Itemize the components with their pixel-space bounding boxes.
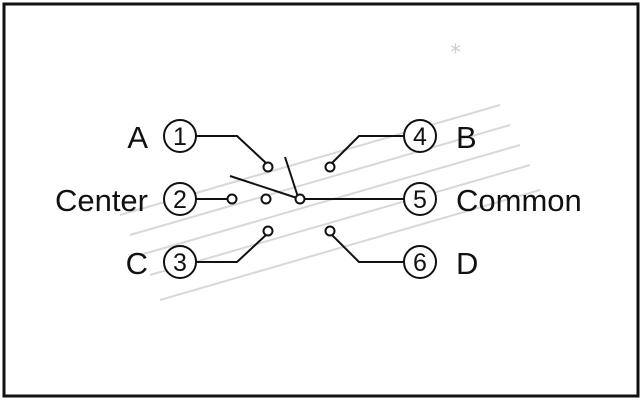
label-b: B	[456, 120, 477, 155]
contact-c	[262, 225, 274, 237]
pin-4-number: 4	[413, 123, 427, 151]
pin-2-circle	[163, 182, 197, 216]
svg-text:*: *	[450, 41, 461, 66]
pin-5-circle	[403, 182, 437, 216]
pin-circles	[163, 119, 437, 279]
contact-center	[226, 193, 238, 205]
wires	[196, 135, 404, 263]
pin-5-number: 5	[413, 186, 427, 214]
contacts	[226, 161, 336, 237]
contact-common	[294, 193, 306, 205]
pin-4-circle	[403, 119, 437, 153]
pin-1-number: 1	[173, 123, 187, 151]
contact-a	[262, 161, 274, 173]
label-d: D	[456, 246, 478, 281]
pin-6-number: 6	[413, 249, 427, 277]
label-center: Center	[55, 183, 148, 218]
contact-b	[324, 161, 336, 173]
pin-2-number: 2	[173, 186, 187, 214]
label-common: Common	[456, 183, 582, 218]
contact-d	[324, 225, 336, 237]
label-c: C	[126, 246, 148, 281]
diagram-border	[2, 2, 640, 398]
label-a: A	[127, 120, 148, 155]
contact-mid	[260, 193, 272, 205]
watermark: *	[119, 41, 541, 301]
pin-1-circle	[163, 119, 197, 153]
pin-6-circle	[403, 245, 437, 279]
pin-3-number: 3	[173, 249, 187, 277]
pin-3-circle	[163, 245, 197, 279]
